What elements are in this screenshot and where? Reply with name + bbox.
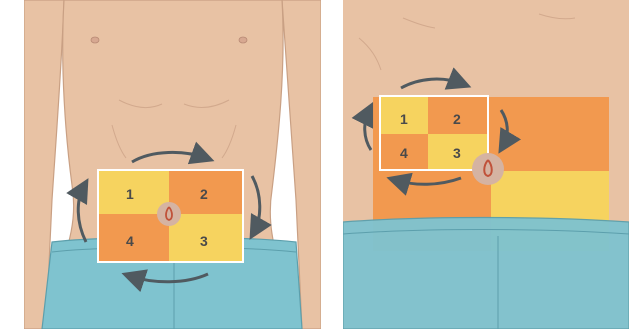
front-view-panel: 1 2 4 3 xyxy=(24,0,321,329)
nipple-left xyxy=(91,37,99,43)
close-quadrant-2-label: 2 xyxy=(453,111,461,127)
front-quadrant-3-label: 3 xyxy=(200,233,208,249)
close-quadrant-4-label: 4 xyxy=(400,145,408,161)
front-injection-grid: 1 2 4 3 xyxy=(98,170,243,262)
front-view-illustration: 1 2 4 3 xyxy=(24,0,321,329)
close-quadrant-3-label: 3 xyxy=(453,145,461,161)
front-quadrant-4-label: 4 xyxy=(126,233,134,249)
nipple-right xyxy=(239,37,247,43)
front-quadrant-1-label: 1 xyxy=(126,186,134,202)
close-view-illustration: 1 2 4 3 xyxy=(343,0,629,329)
close-navel-circle xyxy=(472,153,504,185)
close-quadrant-1-label: 1 xyxy=(400,111,408,127)
close-pants xyxy=(343,218,629,329)
front-quadrant-2-label: 2 xyxy=(200,186,208,202)
close-view-panel: 1 2 4 3 xyxy=(343,0,629,329)
front-navel-circle xyxy=(157,202,181,226)
